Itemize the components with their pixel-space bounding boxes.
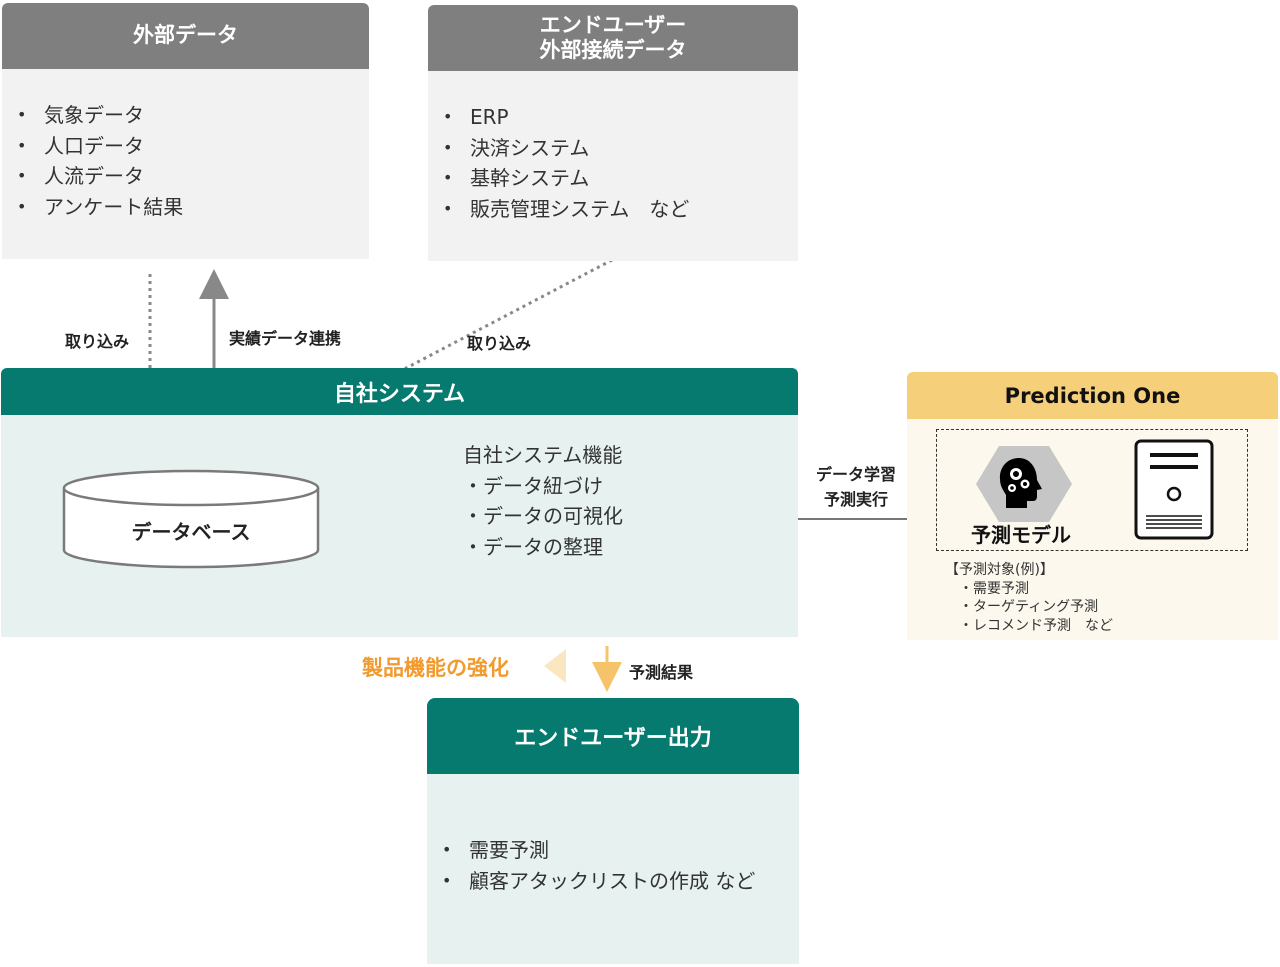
list-item: 人口データ [2, 131, 369, 162]
list-item: 需要予測 [427, 835, 799, 866]
prediction-result-label: 予測結果 [629, 663, 694, 682]
ingest-right-arrow [244, 258, 613, 453]
enduser-output-list: 需要予測 顧客アタックリストの作成 など [427, 835, 799, 896]
prediction-model-label: 予測モデル [971, 523, 1071, 547]
target-item: ・ターゲティング予測 [959, 599, 1099, 615]
enduser-output-header: エンドユーザー出力 [427, 698, 799, 774]
prediction-one-header: Prediction One [907, 372, 1278, 419]
enduser-external-panel: ERP 決済システム 基幹システム 販売管理システム など [428, 71, 798, 261]
actual-sync-label: 実績データ連携 [229, 329, 342, 348]
enduser-external-header: エンドユーザー 外部接続データ [428, 5, 798, 71]
list-item: アンケート結果 [2, 192, 369, 223]
list-item: 販売管理システム など [428, 194, 798, 225]
prediction-one-panel [907, 419, 1278, 640]
target-item: ・レコメンド予測 など [959, 617, 1113, 634]
enduser-output-title: エンドユーザー出力 [514, 726, 712, 751]
learn-label: データ学習 予測実行 [810, 462, 902, 512]
ingest-right-label: 取り込み [467, 334, 532, 353]
list-item: 決済システム [428, 133, 798, 164]
own-system-title: 自社システム [333, 381, 466, 407]
list-item: 気象データ [2, 100, 369, 131]
external-data-header: 外部データ [2, 3, 369, 69]
enduser-external-title-line2: 外部接続データ [539, 38, 687, 62]
list-item: 基幹システム [428, 163, 798, 194]
functions-block: 自社システム機能 ・データ紐づけ ・データの可視化 ・データの整理 [463, 440, 623, 562]
list-item: 顧客アタックリストの作成 など [427, 866, 799, 897]
enduser-external-list: ERP 決済システム 基幹システム 販売管理システム など [428, 102, 798, 224]
enhancement-label: 製品機能の強化 [362, 656, 509, 680]
prediction-targets: 【予測対象(例)】 ・需要予測 ・ターゲティング予測 ・レコメンド予測 など [945, 561, 1113, 635]
prediction-model-box [936, 429, 1248, 551]
own-system-header: 自社システム [1, 368, 798, 415]
function-item: ・データ紐づけ [463, 473, 603, 498]
ingest-left-label: 取り込み [65, 332, 130, 351]
enhancement-arrow-icon [544, 649, 566, 683]
list-item: 人流データ [2, 161, 369, 192]
function-item: ・データの可視化 [463, 504, 623, 528]
target-item: ・需要予測 [959, 580, 1029, 597]
enduser-output-panel: 需要予測 顧客アタックリストの作成 など [427, 774, 799, 964]
targets-title: 【予測対象(例)】 [945, 562, 1054, 578]
external-data-title: 外部データ [133, 23, 238, 48]
external-data-list: 気象データ 人口データ 人流データ アンケート結果 [2, 100, 369, 222]
learn-label-line1: データ学習 [815, 465, 896, 484]
functions-title: 自社システム機能 [463, 443, 623, 467]
learn-label-line2: 予測実行 [823, 490, 888, 509]
external-data-panel: 気象データ 人口データ 人流データ アンケート結果 [2, 69, 369, 259]
prediction-one-title: Prediction One [1004, 383, 1181, 408]
server-icon [1134, 439, 1214, 540]
list-item: ERP [428, 102, 798, 133]
function-item: ・データの整理 [463, 534, 603, 559]
ai-head-gear-icon [976, 446, 1072, 522]
database-label: データベース [131, 520, 251, 544]
enduser-external-title-line1: エンドユーザー [539, 12, 687, 37]
database-cylinder-icon [62, 469, 320, 569]
